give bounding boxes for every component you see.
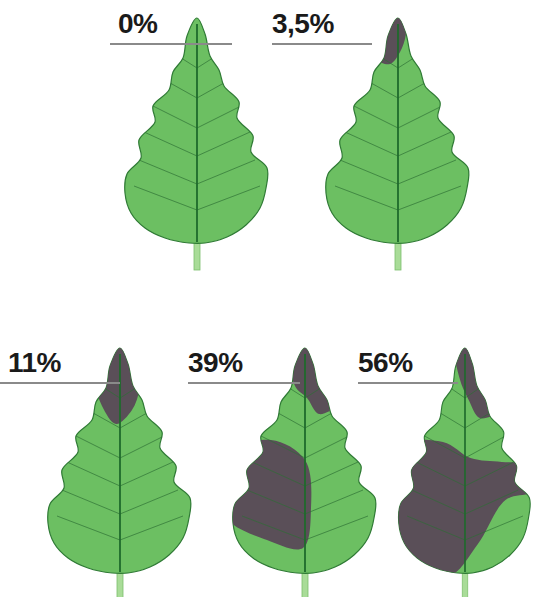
leaf-vein [120, 516, 183, 540]
leaf [125, 18, 268, 270]
leaf-vein [82, 374, 120, 398]
lesion [384, 439, 533, 576]
leaf-midrib [304, 354, 306, 572]
leaf-vein [262, 404, 305, 428]
leaf-vein [305, 516, 368, 540]
leaf-vein [159, 44, 197, 68]
leaf-vein [398, 44, 436, 68]
leaf-vein [247, 490, 305, 514]
leaf-vein [465, 462, 514, 486]
severity-percentage: 3,5% [272, 10, 334, 38]
leaf-vein [197, 104, 245, 128]
leaf-vein [144, 132, 197, 156]
leaf-midrib [119, 354, 121, 572]
leaf-vein [398, 160, 456, 184]
leaf-blade [125, 18, 268, 244]
leaf-vein [67, 462, 120, 486]
leaf-vein [335, 186, 398, 210]
leaf-vein [425, 404, 465, 428]
leaf-vein [416, 462, 465, 486]
leaf-vein [120, 404, 163, 428]
leaf [219, 342, 376, 597]
leaf-vein [120, 490, 178, 514]
lesion [377, 16, 406, 64]
leaf-vein [305, 462, 358, 486]
leaf-vein [139, 160, 197, 184]
leaf-vein [465, 516, 523, 540]
leaf-vein [465, 434, 509, 458]
leaf-vein [149, 104, 197, 128]
leader-line [0, 382, 120, 384]
leaf-vein [305, 404, 348, 428]
leaf-vein [465, 490, 518, 514]
leaf-vein [398, 132, 451, 156]
leaf-vein [77, 404, 120, 428]
leader-line [110, 43, 232, 45]
severity-percentage: 56% [358, 349, 413, 377]
leaf-vein [120, 462, 173, 486]
leader-line [358, 382, 458, 384]
leaf-vein [465, 374, 500, 398]
leaf-vein [252, 462, 305, 486]
leaf-vein [197, 74, 240, 98]
leaf [384, 343, 533, 597]
lesion [454, 343, 496, 419]
leaf-vein [134, 186, 197, 210]
leaf-vein [267, 374, 305, 398]
leaf-vein [257, 434, 305, 458]
leaf-vein [350, 104, 398, 128]
leaf-midrib [397, 24, 399, 242]
leaf-vein [197, 132, 250, 156]
leaf-vein [355, 74, 398, 98]
lesion [219, 440, 312, 550]
leaf-vein [398, 186, 461, 210]
leaf-blade [233, 348, 376, 574]
severity-percentage: 11% [8, 349, 61, 377]
leaf-vein [340, 160, 398, 184]
leaf-vein [57, 516, 120, 540]
leaf-midrib [196, 24, 198, 242]
leaf-vein [120, 434, 168, 458]
leaf-vein [465, 404, 505, 428]
leaf-vein [62, 490, 120, 514]
leaf-vein [305, 434, 353, 458]
lesion [289, 342, 335, 414]
leader-line [272, 43, 372, 45]
leaf [48, 340, 191, 597]
leaf-vein [242, 516, 305, 540]
leaf-vein [120, 374, 158, 398]
leaf-vein [421, 434, 465, 458]
severity-percentage: 39% [188, 349, 243, 377]
leaf-blade [326, 18, 469, 244]
severity-percentage: 0% [118, 10, 157, 38]
leader-line [188, 382, 300, 384]
leaf-vein [412, 490, 465, 514]
leaf [326, 16, 469, 270]
leaf-vein [72, 434, 120, 458]
leaf-vein [197, 186, 260, 210]
leaf-blade [48, 348, 191, 574]
leaf-vein [154, 74, 197, 98]
leaf-vein [398, 104, 446, 128]
leaf-vein [430, 374, 465, 398]
leaf-vein [398, 74, 441, 98]
leaf-vein [345, 132, 398, 156]
leaf-vein [305, 374, 343, 398]
leaf-vein [407, 516, 465, 540]
leaf-midrib [464, 354, 466, 572]
leaf-vein [305, 490, 363, 514]
lesion [88, 340, 147, 424]
leaf-vein [197, 44, 235, 68]
leaf-vein [197, 160, 255, 184]
leaf-vein [360, 44, 398, 68]
